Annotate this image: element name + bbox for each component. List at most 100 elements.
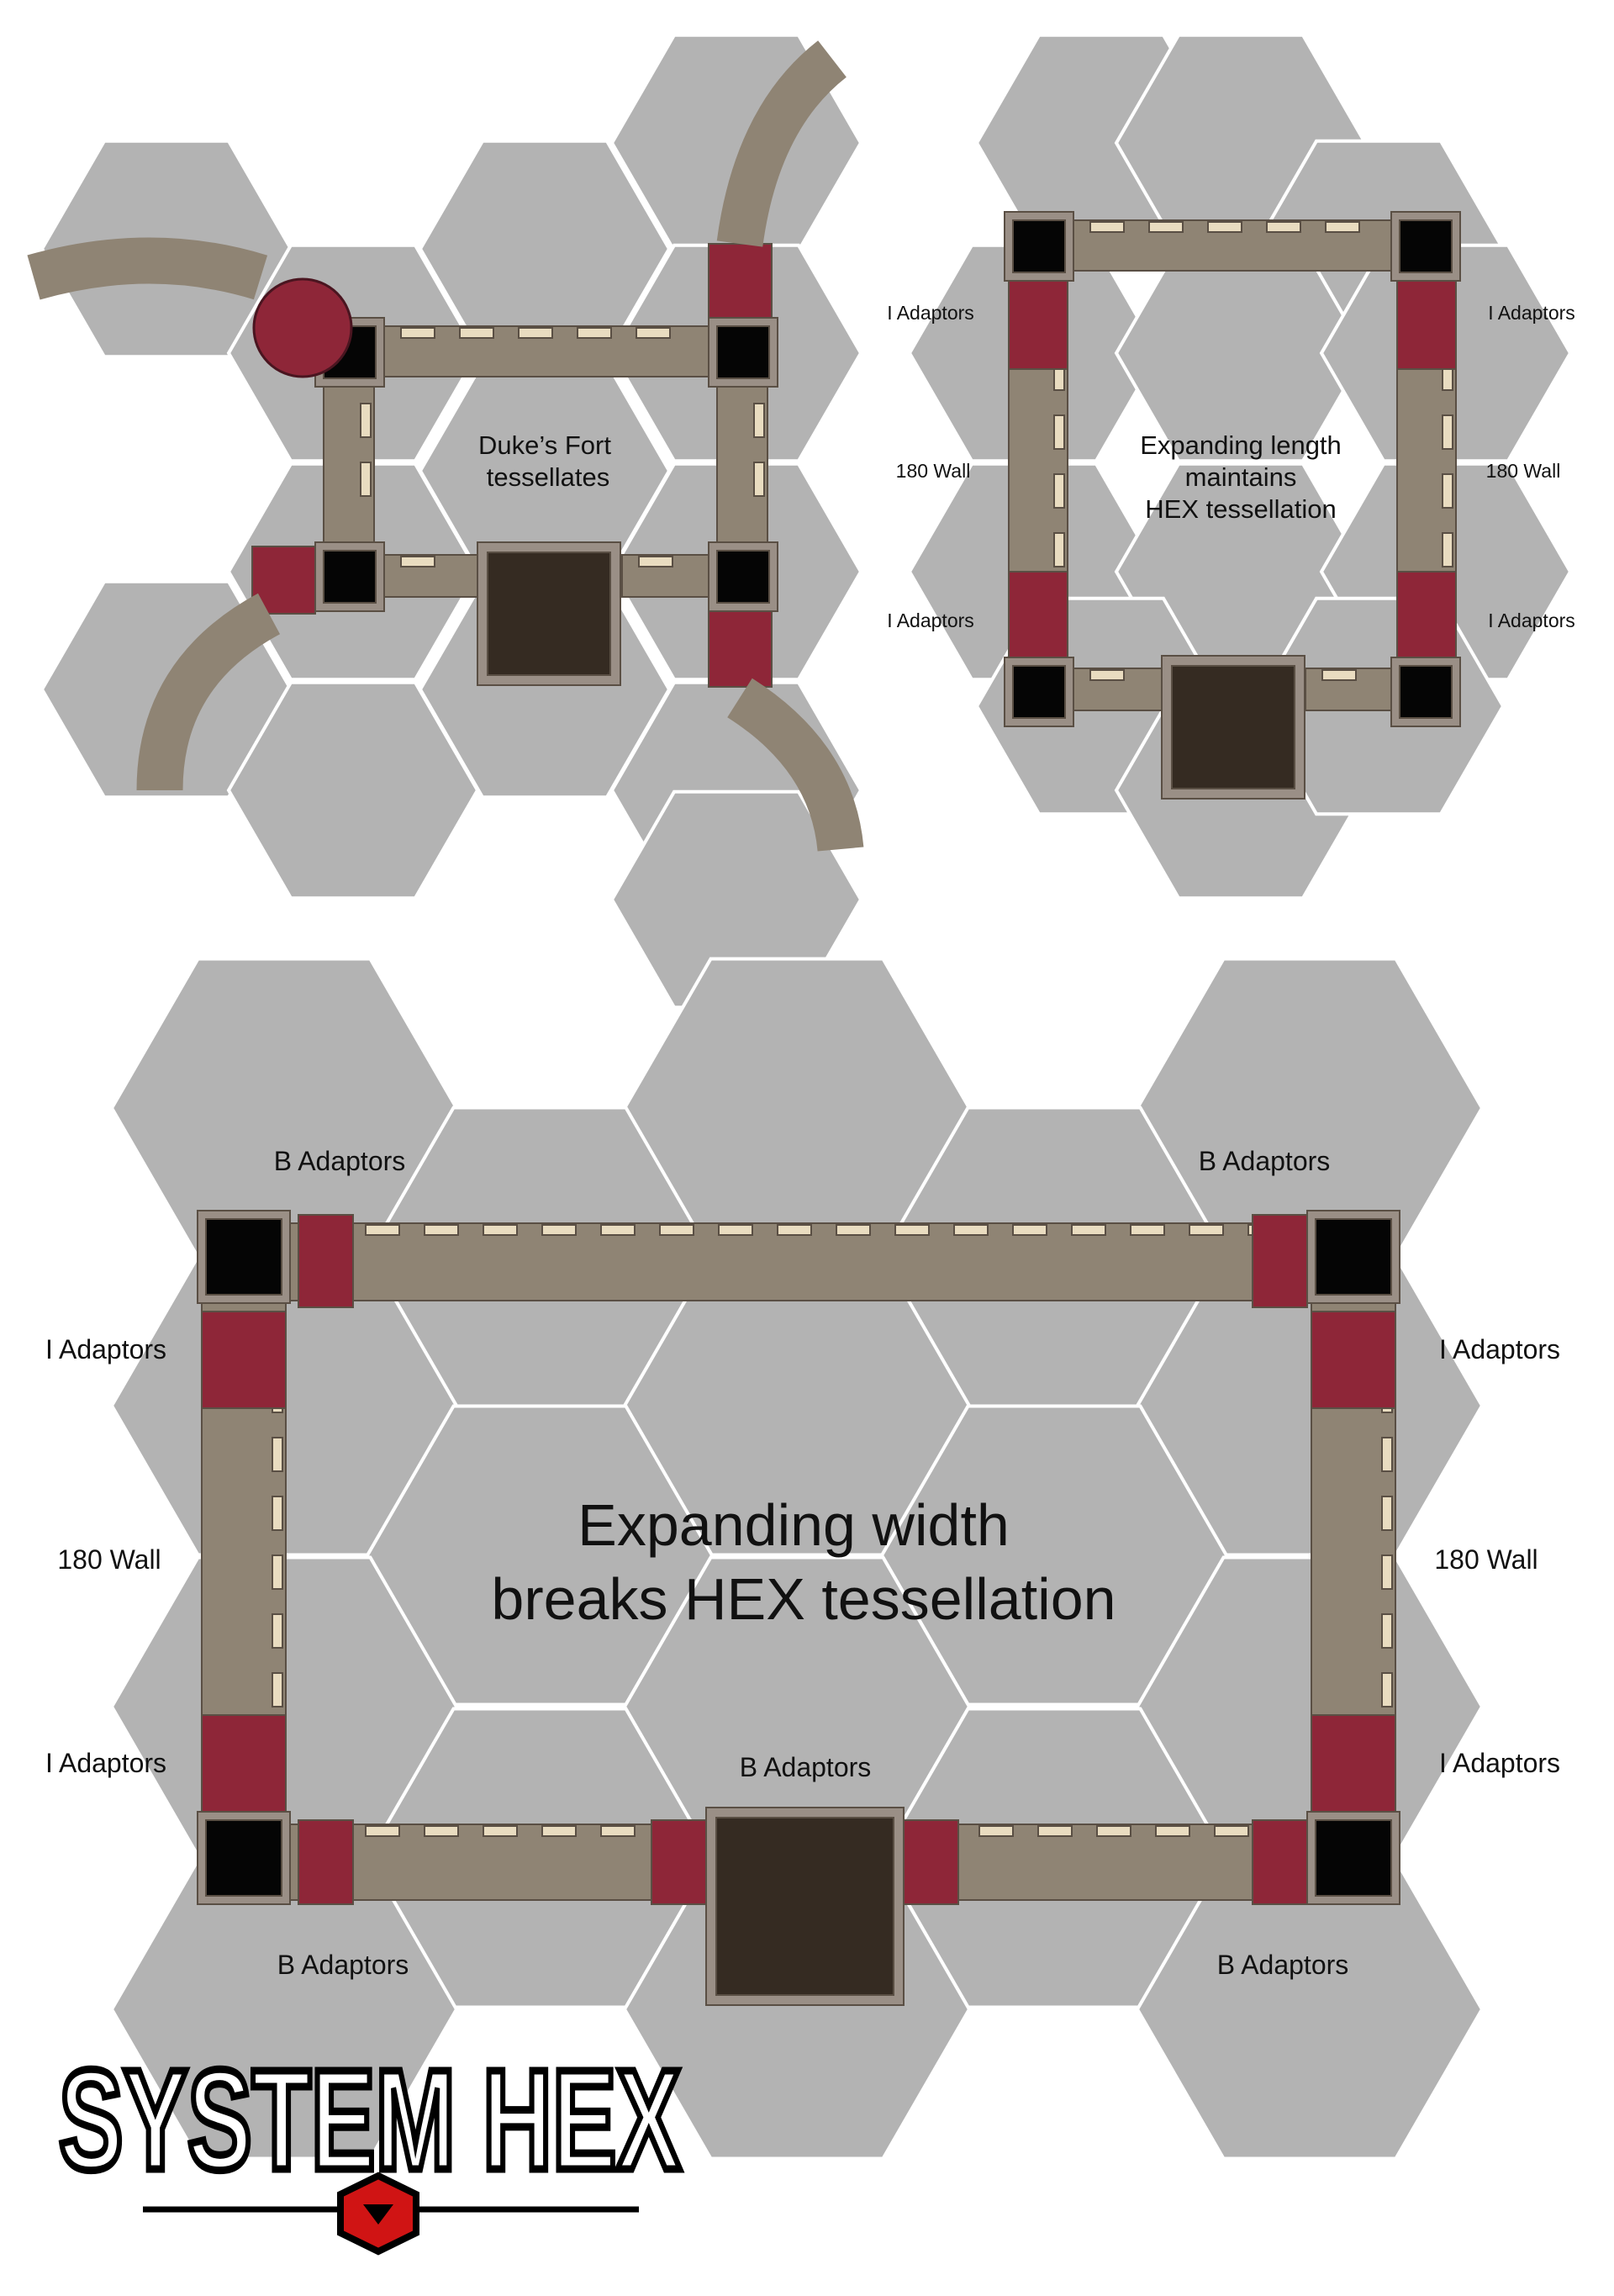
merlon [638, 556, 673, 567]
tower-interior [205, 1819, 282, 1897]
width-left-bottom-label: I Adaptors [45, 1748, 166, 1778]
merlon [577, 327, 612, 339]
width-left-mid-label: 180 Wall [57, 1544, 161, 1575]
merlon [1266, 221, 1301, 233]
width-top-right-label: B Adaptors [1199, 1146, 1331, 1176]
merlon [894, 1224, 930, 1236]
merlon [1089, 669, 1125, 681]
adaptor [708, 243, 773, 319]
merlon [718, 1224, 753, 1236]
length-right-mid-label: 180 Wall [1486, 460, 1561, 482]
tower-interior [1315, 1819, 1392, 1897]
width-title-line1: Expanding width [578, 1492, 1010, 1558]
adaptor [1252, 1819, 1308, 1905]
merlon [483, 1224, 518, 1236]
width-left-top-label: I Adaptors [45, 1334, 166, 1364]
merlon [360, 462, 372, 497]
merlon [600, 1825, 636, 1837]
tower-interior [716, 325, 770, 379]
length-left-top-label: I Adaptors [887, 302, 974, 324]
wall-segment [289, 1824, 707, 1901]
width-right-bottom-label: I Adaptors [1439, 1748, 1560, 1778]
round-tower [252, 277, 353, 378]
tower-interior [323, 550, 377, 604]
length-title-line2: maintains [1185, 462, 1297, 492]
merlon [400, 327, 435, 339]
adaptor [1008, 571, 1068, 658]
adaptor [903, 1819, 959, 1905]
width-title-line2: breaks HEX tessellation [491, 1566, 1116, 1632]
tower-interior [1399, 665, 1453, 719]
adaptor [1008, 280, 1068, 370]
merlon [400, 556, 435, 567]
merlon [1071, 1224, 1106, 1236]
length-title-line3: HEX tessellation [1145, 494, 1336, 524]
merlon [424, 1825, 459, 1837]
adaptor [651, 1819, 707, 1905]
keep-floor [715, 1817, 894, 1996]
adaptor [201, 1311, 287, 1409]
adaptor [1252, 1214, 1308, 1308]
width-right-mid-label: 180 Wall [1434, 1544, 1538, 1575]
merlon [836, 1224, 871, 1236]
merlon [636, 327, 671, 339]
merlon [1189, 1224, 1224, 1236]
adaptor [1396, 571, 1457, 658]
merlon [541, 1825, 577, 1837]
merlon [272, 1554, 283, 1590]
merlon [777, 1224, 812, 1236]
logo-triangle-icon [363, 2204, 393, 2225]
fort-pieces [27, 40, 1461, 2006]
keep-floor [1171, 665, 1295, 789]
merlon [459, 327, 494, 339]
merlon [1214, 1825, 1249, 1837]
curved-wall [136, 593, 281, 791]
adaptor [708, 610, 773, 688]
merlon [1089, 221, 1125, 233]
merlon [272, 1437, 283, 1472]
merlon [1155, 1825, 1190, 1837]
merlon [1381, 1672, 1393, 1707]
merlon [1442, 532, 1453, 567]
merlon [1381, 1613, 1393, 1649]
merlon [1207, 221, 1242, 233]
width-right-top-label: I Adaptors [1439, 1334, 1560, 1364]
merlon [1053, 532, 1065, 567]
fort-title-line1: Duke’s Fort [478, 430, 611, 460]
curved-wall [27, 237, 268, 300]
merlon [518, 327, 553, 339]
tower-interior [1012, 219, 1066, 273]
merlon [1381, 1437, 1393, 1472]
merlon [953, 1224, 989, 1236]
system-hex-logo: SYSTEM HEX [55, 2037, 685, 2256]
tower-interior [1315, 1218, 1392, 1296]
merlon [1381, 1554, 1393, 1590]
length-right-top-label: I Adaptors [1488, 302, 1575, 324]
width-bottom-right-label: B Adaptors [1217, 1950, 1349, 1980]
adaptor [1311, 1714, 1396, 1813]
tower-interior [1399, 219, 1453, 273]
keep-floor [487, 552, 611, 676]
merlon [365, 1825, 400, 1837]
adaptor [201, 1714, 287, 1813]
hex-tile [226, 680, 480, 900]
curved-wall [726, 678, 864, 852]
merlon [360, 403, 372, 438]
width-top-left-label: B Adaptors [274, 1146, 406, 1176]
width-bottom-center-label: B Adaptors [740, 1752, 872, 1782]
merlon [659, 1224, 694, 1236]
merlon [1037, 1825, 1073, 1837]
merlon [1442, 473, 1453, 509]
wall-segment [289, 1222, 1308, 1301]
curved-wall [716, 40, 847, 247]
width-bottom-left-label: B Adaptors [277, 1950, 409, 1980]
merlon [365, 1224, 400, 1236]
merlon [1130, 1224, 1165, 1236]
merlon [753, 462, 765, 497]
merlon [1321, 669, 1357, 681]
tower-interior [205, 1218, 282, 1296]
length-left-mid-label: 180 Wall [896, 460, 971, 482]
tower-interior [716, 550, 770, 604]
adaptor [1311, 1311, 1396, 1409]
